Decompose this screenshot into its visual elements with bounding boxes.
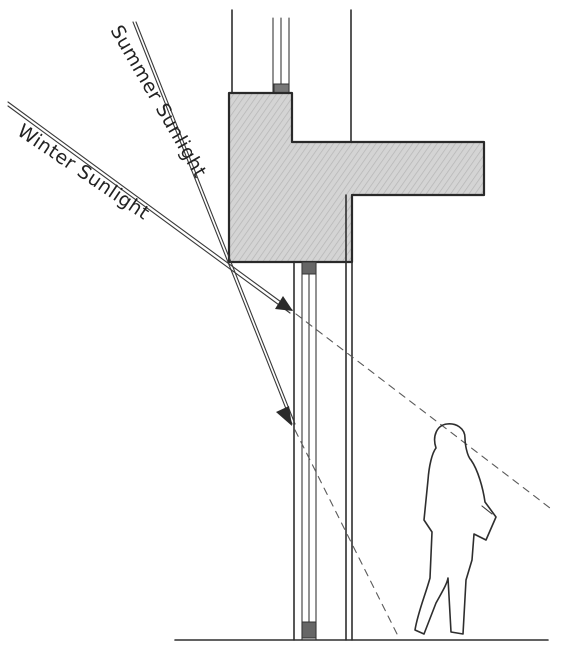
winter-sunlight-ray	[7, 101, 551, 509]
summer-sunlight-ray	[132, 21, 399, 637]
summer-arrowhead	[276, 406, 292, 426]
upper-column	[231, 9, 352, 143]
window-glazing	[293, 261, 317, 641]
person-bag-strap	[481, 505, 493, 515]
winter-arrowhead	[275, 296, 293, 311]
floor-slab-overhang	[227, 91, 486, 264]
winter-sunlight-label: Winter Sunlight	[13, 120, 153, 225]
lower-column	[345, 194, 353, 641]
summer-sunlight-label: Summer Sunlight	[106, 22, 211, 182]
person-silhouette	[414, 423, 497, 635]
